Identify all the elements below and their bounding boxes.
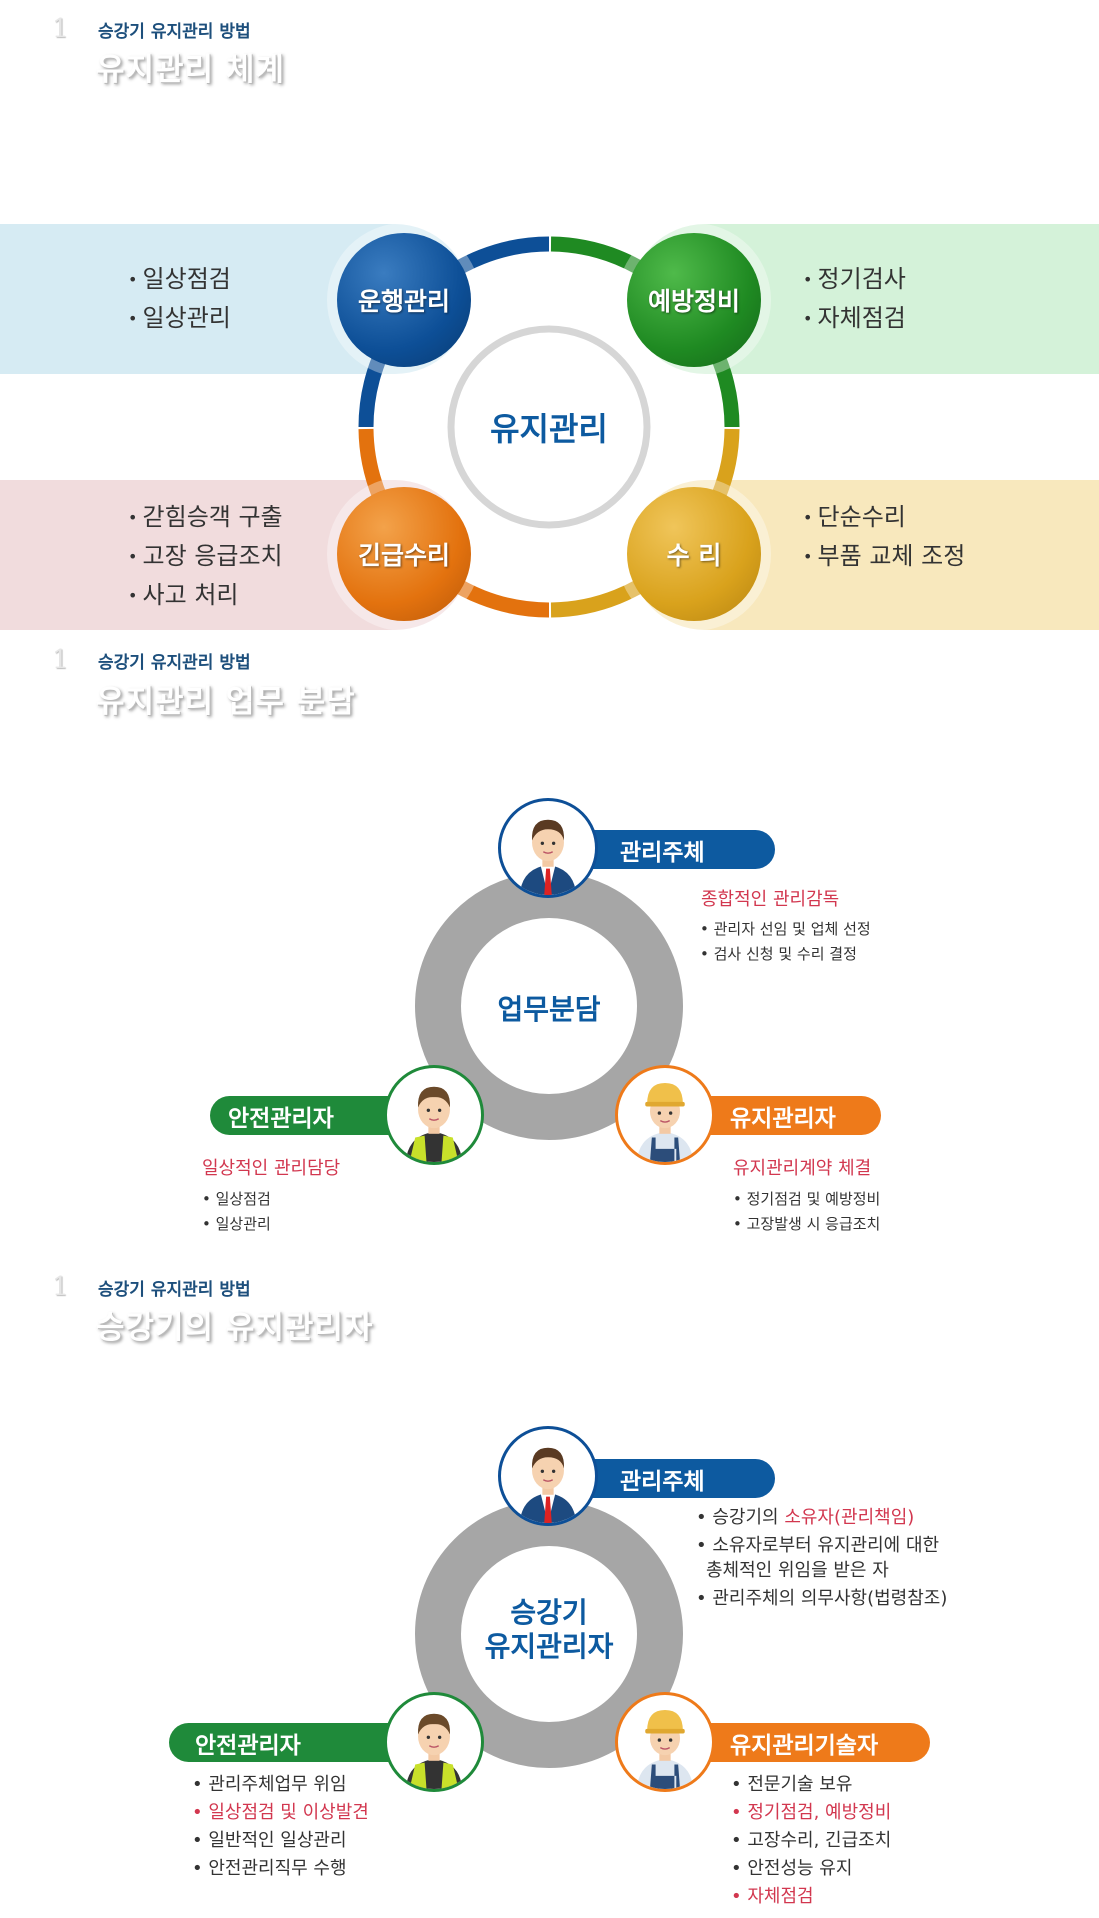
list-item: 전문기술 보유 <box>731 1771 891 1799</box>
owner-list: 관리자 선임 및 업체 선정 검사 신청 및 수리 결정 <box>700 917 871 967</box>
repair-list: 단순수리 부품 교체 조정 <box>803 498 966 576</box>
owner-avatar <box>498 798 598 898</box>
owner-avatar <box>498 1426 598 1526</box>
maint-role: 유지관리계약 체결 <box>733 1158 872 1179</box>
operation-list: 일상점검 일상관리 <box>128 260 231 338</box>
safety-manager-avatar <box>384 1692 484 1792</box>
list-item: 소유자로부터 유지관리에 대한 <box>696 1532 947 1560</box>
center-label: 유지관리 <box>490 410 608 448</box>
list-item: 정기점검 및 예방정비 <box>733 1187 881 1212</box>
safety-list: 일상점검 일상관리 <box>202 1187 271 1237</box>
owner-role: 종합적인 관리감독 <box>701 889 840 910</box>
maint-list: 정기점검 및 예방정비 고장발생 시 응급조치 <box>733 1187 881 1237</box>
list-item: 정기점검, 예방정비 <box>731 1799 891 1827</box>
list-item: 자체점검 <box>731 1883 891 1911</box>
list-item: 안전관리직무 수행 <box>192 1855 369 1883</box>
maint-pill: 유지관리자 <box>700 1096 881 1135</box>
node-repair: 수 리 <box>627 487 761 621</box>
managers-center-label: 승강기 유지관리자 <box>449 1596 649 1664</box>
list-item: 갇힘승객 구출 <box>128 498 283 537</box>
prevention-list: 정기검사 자체점검 <box>803 260 906 338</box>
list-item: 고장수리, 긴급조치 <box>731 1827 891 1855</box>
technician-pill: 유지관리기술자 <box>700 1723 930 1762</box>
list-item: 단순수리 <box>803 498 965 537</box>
section-title: 유지관리 체계 <box>96 52 285 88</box>
list-item: 정기검사 <box>803 260 906 299</box>
list-item: 일상점검 및 이상발견 <box>192 1799 368 1827</box>
item-highlight: 소유자(관리책임) <box>784 1507 915 1528</box>
list-item: 관리자 선임 및 업체 선정 <box>700 917 871 942</box>
list-item: 일상관리 <box>128 299 231 338</box>
section-subtitle: 승강기 유지관리 방법 <box>98 22 251 42</box>
list-item: 일상관리 <box>202 1212 271 1237</box>
safety-list: 관리주체업무 위임 일상점검 및 이상발견 일반적인 일상관리 안전관리직무 수… <box>192 1771 369 1883</box>
node-prevention: 예방정비 <box>627 233 761 367</box>
section-subtitle: 승강기 유지관리 방법 <box>98 653 251 673</box>
section-title: 유지관리 업무 분담 <box>96 684 356 720</box>
list-item: 고장 응급조치 <box>128 537 283 576</box>
item-text: 승강기의 <box>712 1507 785 1528</box>
center-line: 승강기 <box>510 1596 588 1629</box>
list-item: 일상점검 <box>202 1187 271 1212</box>
list-item: 일반적인 일상관리 <box>192 1827 369 1855</box>
node-emergency: 긴급수리 <box>337 487 471 621</box>
section-number: 1 <box>52 14 69 44</box>
section-number: 1 <box>52 1272 69 1302</box>
list-item: 고장발생 시 응급조치 <box>733 1212 881 1237</box>
owner-list: 승강기의 소유자(관리책임) 소유자로부터 유지관리에 대한 총체적인 위임을 … <box>696 1504 947 1613</box>
list-item: 관리주체업무 위임 <box>192 1771 369 1799</box>
list-item: 안전성능 유지 <box>731 1855 891 1883</box>
safety-manager-avatar <box>384 1065 484 1165</box>
list-item: 일상점검 <box>128 260 231 299</box>
section-number: 1 <box>52 645 69 675</box>
owner-pill: 관리주체 <box>588 830 775 869</box>
list-item: 부품 교체 조정 <box>803 537 966 576</box>
list-item: 승강기의 소유자(관리책임) <box>696 1504 947 1532</box>
safety-pill: 안전관리자 <box>169 1723 420 1762</box>
node-operation: 운행관리 <box>337 233 471 367</box>
emergency-list: 갇힘승객 구출 고장 응급조치 사고 처리 <box>128 498 283 615</box>
list-item: 총체적인 위임을 받은 자 <box>706 1560 889 1581</box>
section-subtitle: 승강기 유지관리 방법 <box>98 1280 251 1300</box>
section-title: 승강기의 유지관리자 <box>96 1310 374 1346</box>
maintainer-avatar <box>615 1065 715 1165</box>
technician-list: 전문기술 보유 정기점검, 예방정비 고장수리, 긴급조치 안전성능 유지 자체… <box>731 1771 891 1911</box>
safety-role: 일상적인 관리담당 <box>202 1158 341 1179</box>
list-item: 사고 처리 <box>128 576 283 615</box>
technician-avatar <box>615 1692 715 1792</box>
division-center-label: 업무분담 <box>497 993 601 1026</box>
owner-pill: 관리주체 <box>588 1459 775 1498</box>
center-line: 유지관리자 <box>484 1630 614 1663</box>
list-item: 관리주체의 의무사항(법령참조) <box>696 1585 947 1613</box>
list-item: 검사 신청 및 수리 결정 <box>700 942 871 967</box>
list-item: 자체점검 <box>803 299 906 338</box>
